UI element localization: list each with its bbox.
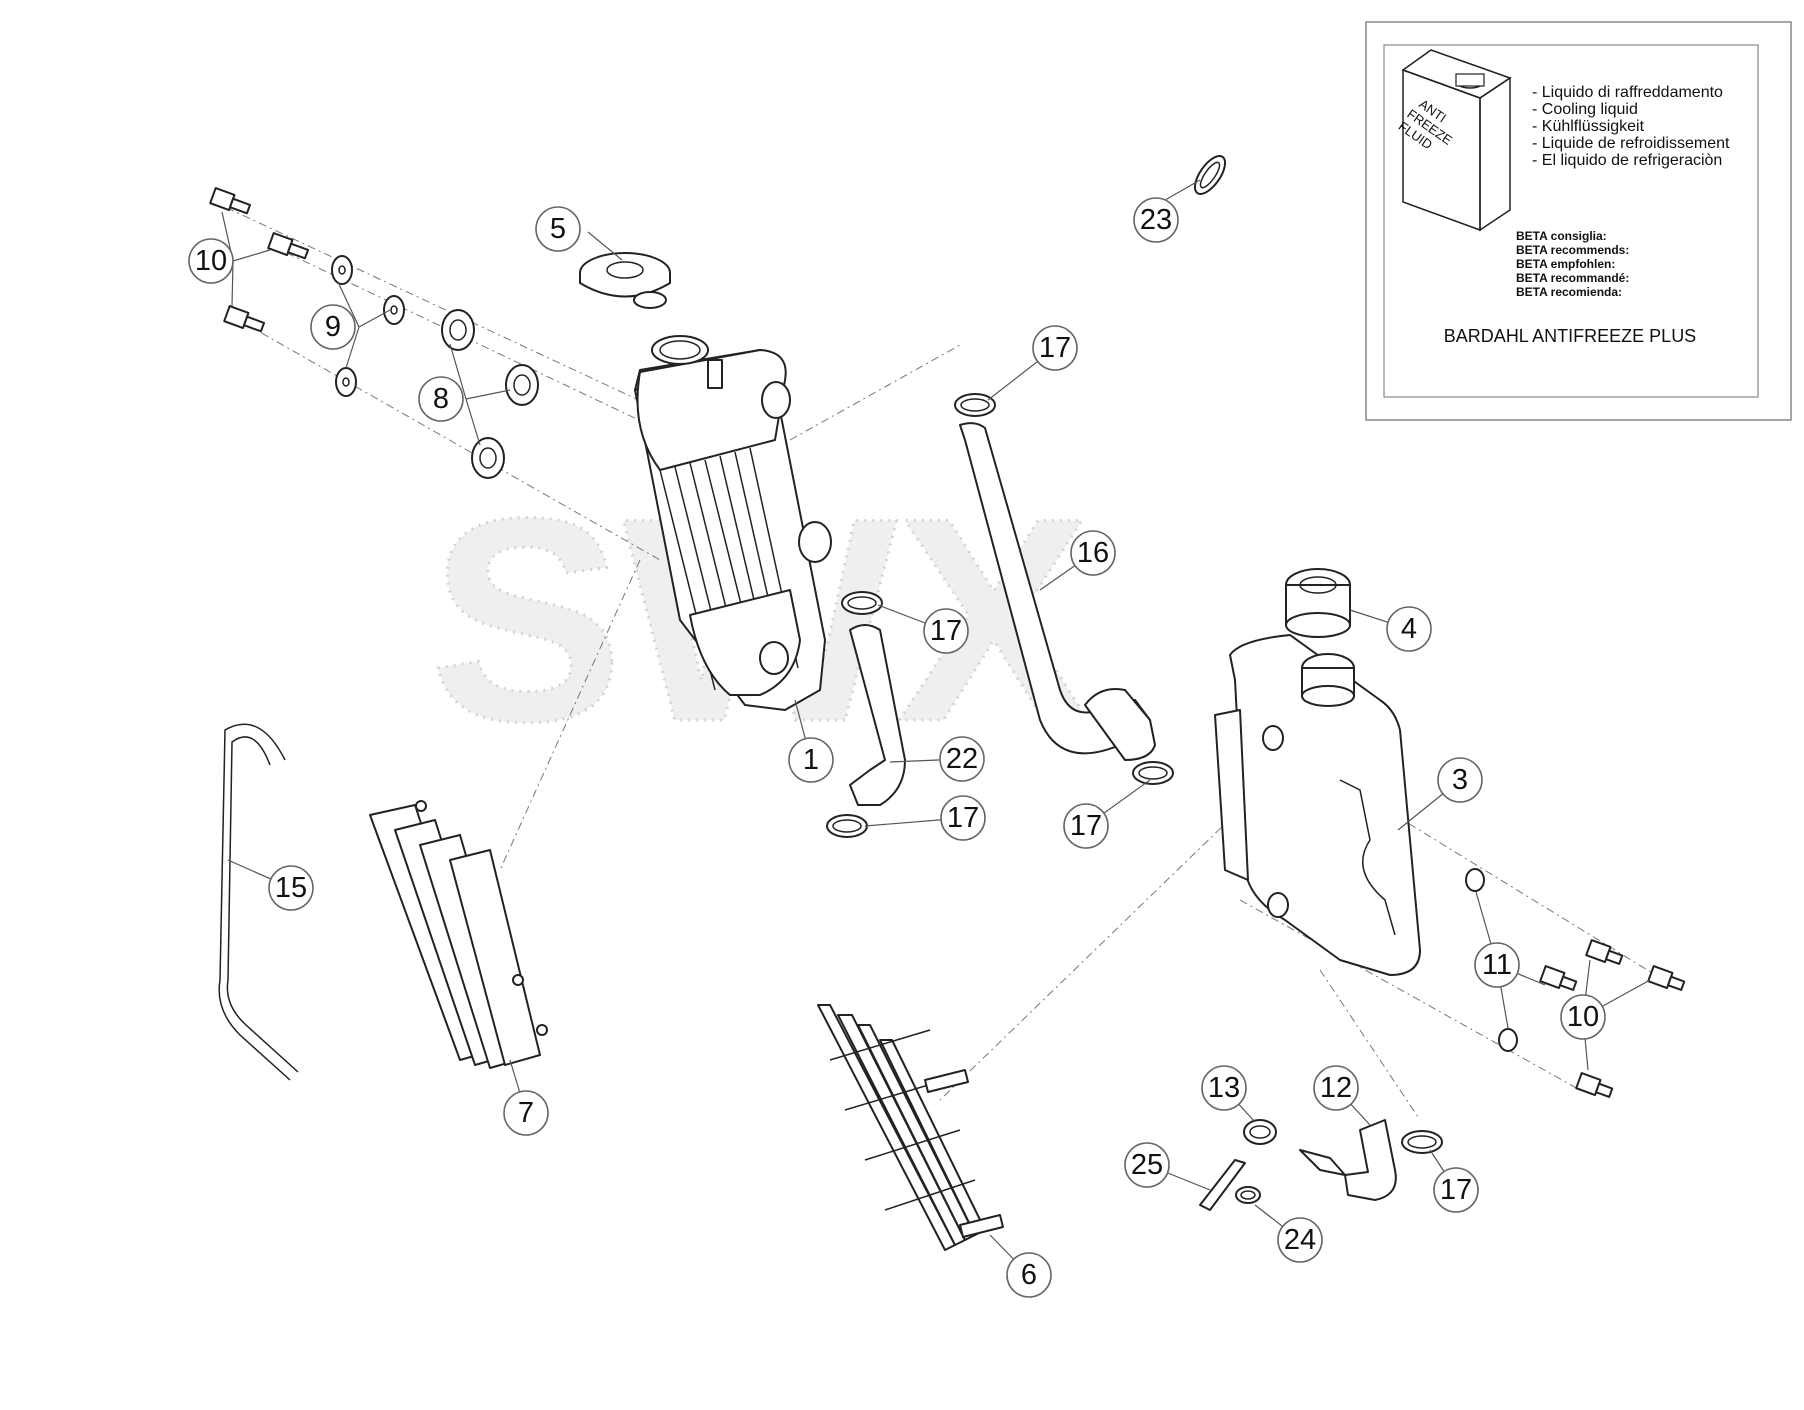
hose-lower-short <box>849 624 906 806</box>
fitting-assembly <box>1199 1119 1397 1211</box>
callout-1: 1 <box>788 737 834 783</box>
svg-text:10: 10 <box>195 245 227 277</box>
svg-text:17: 17 <box>947 802 979 834</box>
callout-9: 9 <box>310 304 356 350</box>
callout-17-lower-left: 17 <box>940 795 986 841</box>
svg-text:17: 17 <box>1039 332 1071 364</box>
svg-text:17: 17 <box>1070 810 1102 842</box>
radiator-louver-right <box>817 1004 1004 1251</box>
hose-clamps <box>826 155 1443 1204</box>
svg-text:6: 6 <box>1021 1259 1037 1291</box>
radiator <box>634 335 832 711</box>
callout-7: 7 <box>503 1090 549 1136</box>
svg-text:24: 24 <box>1284 1224 1316 1256</box>
lang-line-5: - El liquido de refrigeraciòn <box>1532 152 1722 169</box>
expansion-tank <box>1214 634 1421 976</box>
callout-11: 11 <box>1474 942 1520 988</box>
svg-text:3: 3 <box>1452 764 1468 796</box>
bolts-left <box>209 187 310 333</box>
svg-text:23: 23 <box>1140 204 1172 236</box>
callout-17-upper-left: 17 <box>923 608 969 654</box>
antifreeze-info-box: ANTI FREEZE FLUID - Liquido di raffredda… <box>1365 21 1792 421</box>
antifreeze-can-icon: ANTI FREEZE FLUID <box>1396 49 1512 232</box>
svg-text:7: 7 <box>518 1097 534 1129</box>
svg-text:8: 8 <box>433 383 449 415</box>
radiator-cap <box>579 252 671 309</box>
bolts-right <box>1465 868 1686 1098</box>
svg-text:13: 13 <box>1208 1072 1240 1104</box>
washers <box>331 255 405 397</box>
callouts: 1 3 4 5 6 7 8 9 10 10 11 12 13 15 16 17 … <box>188 197 1606 1298</box>
callout-25: 25 <box>1124 1142 1170 1188</box>
callout-6: 6 <box>1006 1252 1052 1298</box>
callout-10-right: 10 <box>1560 994 1606 1040</box>
svg-text:4: 4 <box>1401 613 1417 645</box>
callout-17-bottom-right: 17 <box>1433 1167 1479 1213</box>
callout-4: 4 <box>1386 606 1432 652</box>
svg-text:9: 9 <box>325 311 341 343</box>
lang-line-4: - Liquide de refroidissement <box>1532 135 1730 152</box>
callout-16: 16 <box>1070 530 1116 576</box>
callout-17-top: 17 <box>1032 325 1078 371</box>
recommends-line-3: BETA empfohlen: <box>1516 257 1615 271</box>
svg-text:17: 17 <box>930 615 962 647</box>
lang-line-2: - Cooling liquid <box>1532 101 1638 118</box>
expansion-tank-cap <box>1285 568 1351 638</box>
recommends-line-4: BETA recommandé: <box>1516 271 1629 285</box>
svg-text:15: 15 <box>275 872 307 904</box>
svg-text:5: 5 <box>550 213 566 245</box>
radiator-guard-left <box>369 800 548 1069</box>
callout-12: 12 <box>1313 1065 1359 1111</box>
svg-text:17: 17 <box>1440 1174 1472 1206</box>
recommends-line-2: BETA recommends: <box>1516 243 1629 257</box>
recommends-line-5: BETA recomienda: <box>1516 285 1622 299</box>
callout-22: 22 <box>939 736 985 782</box>
svg-text:16: 16 <box>1077 537 1109 569</box>
recommended-product: BARDAHL ANTIFREEZE PLUS <box>1444 326 1696 346</box>
svg-text:10: 10 <box>1567 1001 1599 1033</box>
callout-15: 15 <box>268 865 314 911</box>
svg-text:22: 22 <box>946 743 978 775</box>
recommends-line-1: BETA consiglia: <box>1516 229 1607 243</box>
callout-5: 5 <box>535 206 581 252</box>
callout-17-middle: 17 <box>1063 803 1109 849</box>
svg-text:1: 1 <box>803 744 819 776</box>
callout-24: 24 <box>1277 1217 1323 1263</box>
assembly-lines <box>209 199 1681 1121</box>
callout-8: 8 <box>418 376 464 422</box>
lang-line-3: - Kühlflüssigkeit <box>1532 118 1645 135</box>
svg-text:25: 25 <box>1131 1149 1163 1181</box>
hose-upper-long <box>959 422 1156 761</box>
svg-text:11: 11 <box>1482 949 1512 981</box>
callout-23: 23 <box>1133 197 1179 243</box>
svg-text:12: 12 <box>1320 1072 1352 1104</box>
callout-10-left: 10 <box>188 238 234 284</box>
lang-line-1: - Liquido di raffreddamento <box>1532 84 1723 101</box>
callout-3: 3 <box>1437 757 1483 803</box>
overflow-tube <box>218 723 299 1081</box>
grommets <box>441 309 539 479</box>
callout-13: 13 <box>1201 1065 1247 1111</box>
